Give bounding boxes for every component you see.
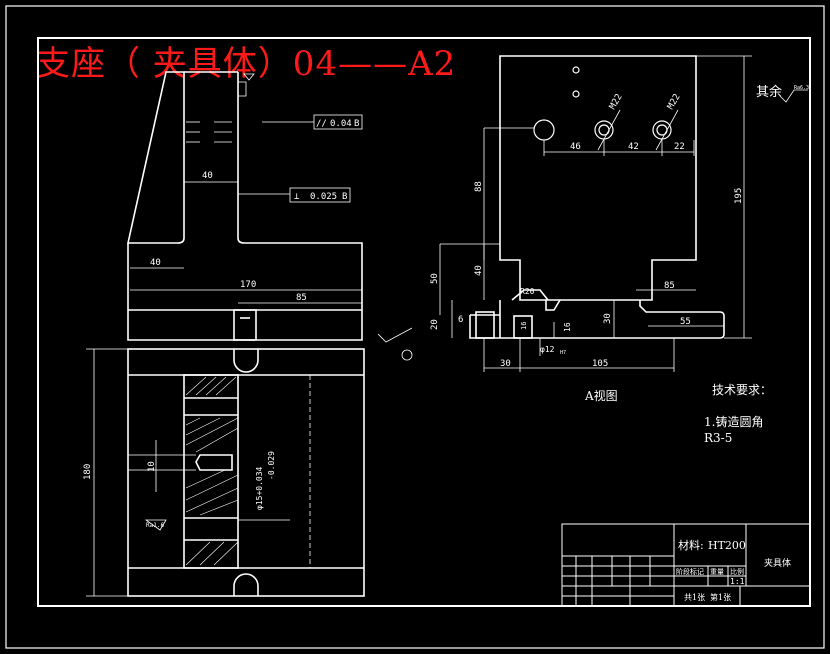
dim-40-top: 40 [202, 171, 213, 181]
dim-16-a: 16 [520, 322, 528, 330]
dim-195: 195 [734, 188, 744, 204]
dim-42: 42 [628, 142, 639, 152]
side-view [469, 55, 725, 339]
material-value: HT200 [708, 539, 746, 552]
dim-r20: R20 [520, 287, 535, 296]
part-name: 夹具体 [764, 557, 791, 569]
tech-item-1: 1.铸造圆角 [704, 414, 763, 429]
dim-40-side: 40 [474, 265, 484, 276]
plan-view [127, 348, 365, 597]
tb-header-weight: 重量 [710, 568, 724, 576]
dim-85-side: 85 [664, 281, 675, 291]
gdt-parallel-symbol: // [316, 119, 327, 129]
view-label: A视图 [584, 388, 618, 403]
side-holes [533, 66, 672, 141]
front-view [127, 71, 363, 341]
title-block [561, 523, 811, 607]
dim-h7: H7 [560, 350, 566, 356]
dim-88: 88 [474, 181, 484, 192]
dim-105: 105 [592, 359, 608, 369]
dim-50: 50 [430, 273, 440, 284]
material-label: 材料: [678, 538, 704, 552]
gdt-parallel-tol: 0.04 [330, 119, 352, 129]
tech-item-2: R3-5 [704, 431, 732, 445]
dim-40-left: 40 [150, 258, 161, 268]
gdt-perp-symbol: ⊥ [294, 192, 300, 202]
dim-10: 10 [147, 461, 157, 472]
hatch [185, 376, 239, 566]
dim-55: 55 [680, 317, 691, 327]
roughness-value: Ra6.3 [794, 85, 809, 91]
dim-16-b: 16 [563, 322, 572, 332]
front-dims [130, 73, 413, 361]
watermark-title: 支座（ 夹具体）04——A2 [36, 44, 457, 84]
dim-fit: φ15+0.034 [255, 466, 264, 510]
gdt-perp-tol: 0.025 [310, 192, 337, 202]
dim-30-b: 30 [603, 313, 613, 324]
dim-22: 22 [674, 142, 685, 152]
tech-heading: 技术要求： [712, 383, 772, 397]
dim-6: 6 [458, 315, 463, 325]
gdt-perp-datum: B [342, 192, 347, 202]
dim-20: 20 [430, 319, 440, 330]
scale-value: 1:1 [730, 577, 745, 586]
dim-180: 180 [83, 464, 93, 480]
dim-m22-b: M22 [666, 92, 683, 111]
sheets-total: 共1张 [684, 593, 705, 602]
inner-border [37, 37, 811, 607]
tb-header-scale: 比例 [730, 567, 744, 576]
dim-30-a: 30 [500, 359, 511, 369]
plan-dims [86, 348, 290, 597]
dim-m22-a: M22 [608, 92, 625, 111]
roughness-label: 其余 [756, 84, 782, 100]
plan-hidden [309, 375, 365, 568]
sheet-number: 第1张 [710, 592, 731, 602]
dim-85-front: 85 [296, 293, 307, 303]
dim-fit-lower: -0.029 [267, 451, 276, 480]
gdt-parallel-datum: B [354, 119, 359, 129]
dim-170: 170 [240, 280, 256, 290]
roughness-plan: Ra1.6 [146, 522, 164, 529]
dim-46: 46 [570, 142, 581, 152]
outer-border [5, 5, 825, 649]
tb-header-stage: 阶段标记 [676, 567, 704, 576]
dim-phi12: φ12 [540, 345, 555, 354]
side-dims [439, 55, 808, 372]
